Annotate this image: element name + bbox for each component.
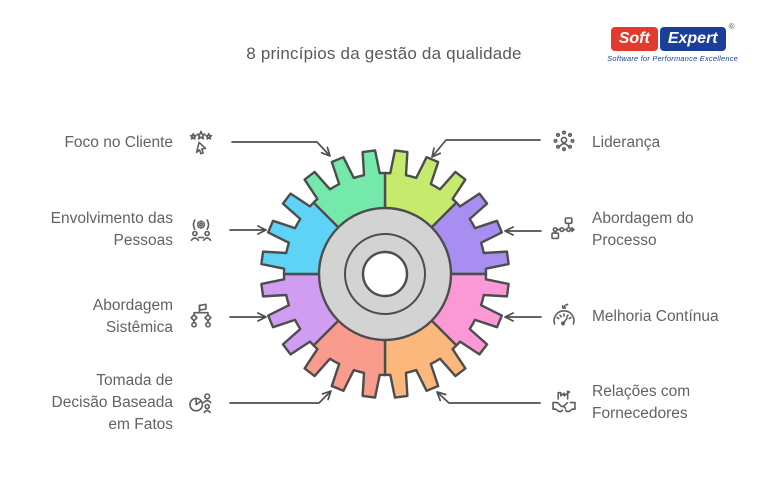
principle-envolvimento-das-pessoas: Envolvimento das Pessoas (51, 199, 216, 261)
principle-melhoria-continua: Melhoria Contínua (549, 286, 719, 348)
principle-tomada-de-decisao: Tomada de Decisão Baseada em Fatos (52, 372, 217, 434)
handshake-factory-icon (549, 388, 579, 418)
registered-trademark-icon: ® (728, 22, 735, 31)
logo-soft-box: Soft (610, 27, 658, 51)
gauge-icon (549, 302, 579, 332)
quality-gear-diagram (260, 149, 510, 399)
gear-hub-ring (344, 233, 426, 315)
principle-label: Foco no Cliente (64, 134, 173, 151)
customer-rating-stars-icon (186, 128, 216, 158)
principle-label: Abordagem Sistêmica (92, 297, 173, 336)
principle-label: Liderança (592, 134, 661, 151)
softexpert-logo: Soft Expert ® Software for Performance E… (607, 22, 738, 63)
principle-label: Envolvimento das Pessoas (50, 210, 173, 249)
principle-label: Melhoria Contínua (592, 308, 719, 325)
principle-label: Abordagem do Processo (592, 210, 694, 249)
principle-relacoes-com-fornecedores: Relações com Fornecedores (549, 372, 690, 434)
leadership-icon (549, 128, 579, 158)
principle-abordagem-sistemica: Abordagem Sistêmica (93, 286, 216, 348)
logo-tagline: Software for Performance Excellence (607, 54, 738, 63)
principle-lideranca: Liderança (549, 112, 660, 174)
principle-label: Relações com Fornecedores (592, 383, 691, 422)
process-flowchart-icon (549, 215, 579, 245)
hierarchy-diagram-icon (186, 302, 216, 332)
principle-foco-no-cliente: Foco no Cliente (64, 112, 216, 174)
principle-label: Tomada de Decisão Baseada em Fatos (51, 372, 174, 433)
pie-chart-person-icon (186, 388, 216, 418)
principle-abordagem-do-processo: Abordagem do Processo (549, 199, 694, 261)
people-collaboration-icon (186, 215, 216, 245)
logo-expert-box: Expert (659, 27, 726, 51)
page-title: 8 princípios da gestão da qualidade (246, 44, 522, 63)
gear-center-hole (361, 250, 409, 298)
logo-wordmark: Soft Expert ® (607, 22, 738, 51)
